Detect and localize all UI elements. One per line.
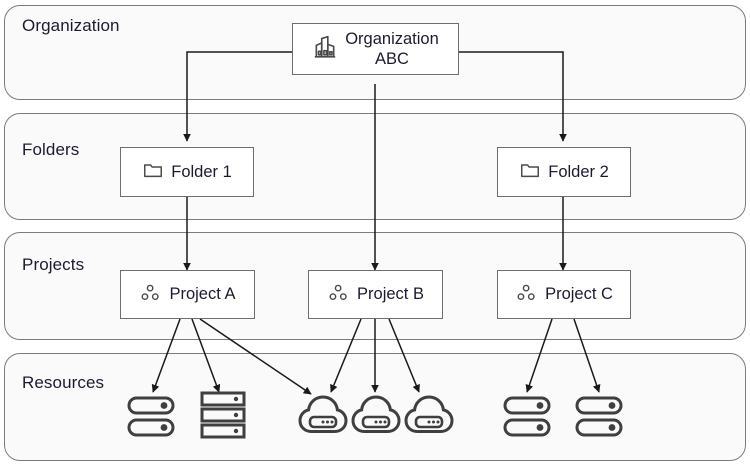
lane-title-projects: Projects	[22, 255, 85, 274]
resource-cloud-storage-5[interactable]	[403, 391, 455, 442]
cloud-storage-icon	[351, 395, 401, 433]
cloud-storage-icon	[404, 395, 454, 433]
resource-server-rack-2[interactable]	[199, 390, 247, 445]
resource-vm-instance-7[interactable]	[574, 394, 624, 445]
project-nodes-icon	[515, 281, 538, 309]
resource-vm-instance-1[interactable]	[126, 394, 176, 445]
project-nodes-icon	[139, 281, 162, 309]
lane-title-organization: Organization	[22, 16, 120, 35]
vm-instance-icon	[127, 396, 175, 437]
node-project-c[interactable]: Project C	[497, 270, 631, 319]
node-project-a-label: Project A	[169, 285, 236, 304]
node-folder-2-label: Folder 2	[548, 162, 609, 181]
resource-vm-instance-6[interactable]	[502, 394, 552, 445]
vm-instance-icon	[503, 396, 551, 437]
lane-title-folders: Folders	[22, 140, 80, 159]
cloud-storage-icon	[298, 395, 348, 433]
node-folder-2[interactable]: Folder 2	[497, 147, 631, 197]
project-nodes-icon	[327, 281, 350, 309]
building-icon	[312, 34, 338, 65]
folder-icon	[142, 159, 164, 186]
folder-icon	[519, 159, 541, 186]
node-project-c-label: Project C	[545, 285, 613, 304]
lane-title-resources: Resources	[22, 373, 105, 392]
node-folder-1[interactable]: Folder 1	[120, 147, 254, 197]
node-folder-1-label: Folder 1	[171, 162, 232, 181]
server-rack-icon	[200, 391, 246, 439]
node-project-b-label: Project B	[357, 285, 424, 304]
lane-folders	[4, 113, 746, 220]
resource-cloud-storage-4[interactable]	[350, 391, 402, 442]
resource-cloud-storage-3[interactable]	[297, 391, 349, 442]
node-project-b[interactable]: Project B	[308, 270, 443, 319]
vm-instance-icon	[575, 396, 623, 437]
node-project-a[interactable]: Project A	[120, 270, 255, 319]
